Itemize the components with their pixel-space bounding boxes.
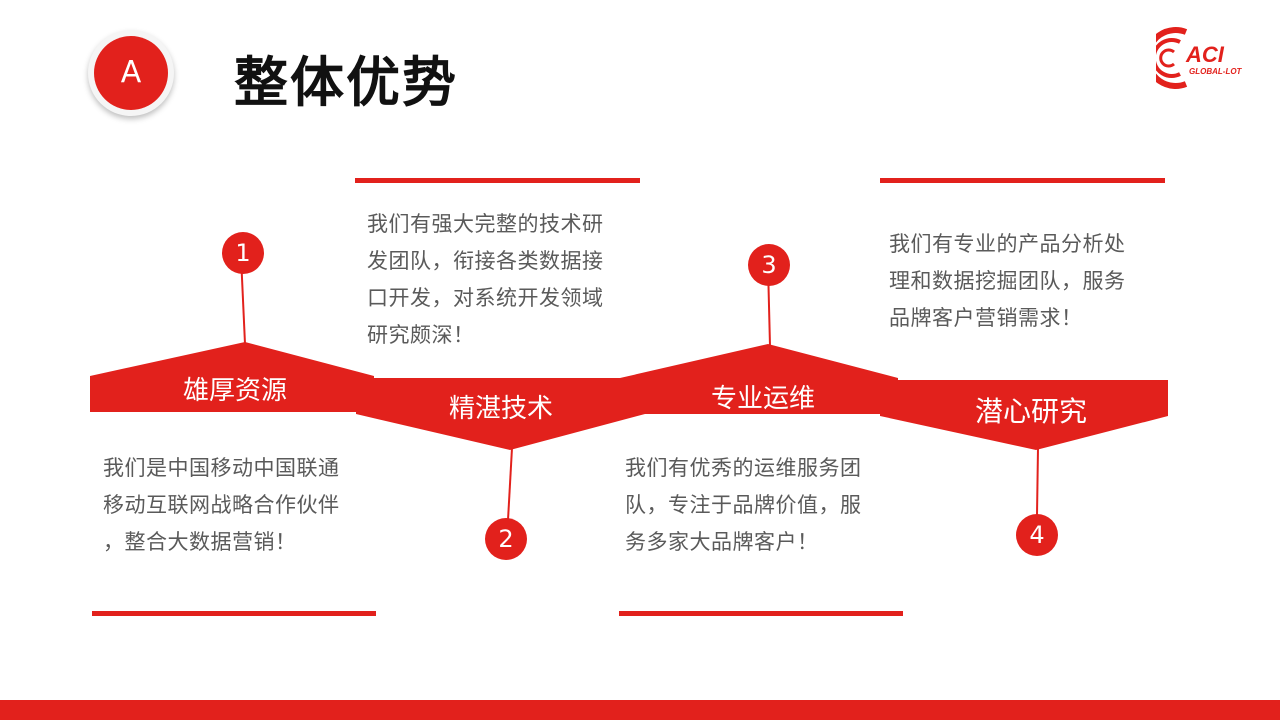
step-1-title: 雄厚资源	[182, 376, 287, 406]
step-2-desc-line: 发团队，衔接各类数据接	[367, 249, 604, 273]
footer-band	[0, 700, 1280, 720]
bottom-bar-step-1	[92, 611, 376, 616]
step-2-description: 我们有强大完整的技术研 发团队，衔接各类数据接 口开发，对系统开发领域 研究颇深…	[367, 206, 604, 354]
connector-4	[1036, 447, 1039, 516]
step-3-desc-line: 队，专注于品牌价值，服	[625, 493, 862, 517]
step-4-title: 潜心研究	[974, 395, 1087, 428]
step-3-desc-line: 我们有优秀的运维服务团	[625, 456, 862, 480]
step-2-title: 精湛技术	[448, 394, 553, 424]
top-bar-step-4	[880, 178, 1165, 183]
step-4-number: 4	[1016, 514, 1058, 556]
section-badge: A	[88, 30, 174, 116]
page-title: 整体优势	[234, 51, 458, 114]
connector-2	[507, 447, 513, 521]
step-2-number: 2	[485, 518, 527, 560]
step-4-desc-line: 理和数据挖掘团队，服务	[889, 269, 1126, 293]
section-badge-letter: A	[94, 36, 168, 110]
step-4-desc-line: 品牌客户营销需求！	[889, 306, 1083, 330]
step-3-title: 专业运维	[710, 384, 815, 414]
step-3-number: 3	[748, 244, 790, 286]
ribbon-segment-2	[356, 378, 645, 450]
step-3-desc-line: 务多家大品牌客户！	[625, 530, 819, 554]
step-4-desc-line: 我们有专业的产品分析处	[889, 232, 1126, 256]
aci-logo: ACI GLOBAL-LOT	[1156, 27, 1243, 89]
logo-text: ACI	[1185, 42, 1225, 67]
step-2-desc-line: 口开发，对系统开发领域	[367, 286, 604, 310]
step-4-description: 我们有专业的产品分析处 理和数据挖掘团队，服务 品牌客户营销需求！	[889, 226, 1126, 337]
step-2-desc-line: 我们有强大完整的技术研	[367, 212, 604, 236]
ribbon-segment-3	[620, 344, 898, 414]
top-bar-step-2	[355, 178, 640, 183]
step-2-desc-line: 研究颇深！	[367, 323, 475, 347]
step-1-desc-line: 我们是中国移动中国联通	[103, 456, 340, 480]
logo-subtext: GLOBAL-LOT	[1189, 67, 1243, 76]
bottom-bar-step-3	[619, 611, 903, 616]
step-1-number: 1	[222, 232, 264, 274]
ribbon-segment-1	[90, 342, 374, 412]
step-1-desc-line: ，整合大数据营销！	[103, 530, 297, 554]
step-1-description: 我们是中国移动中国联通 移动互联网战略合作伙伴 ，整合大数据营销！	[103, 450, 340, 561]
step-1-desc-line: 移动互联网战略合作伙伴	[103, 493, 340, 517]
step-3-description: 我们有优秀的运维服务团 队，专注于品牌价值，服 务多家大品牌客户！	[625, 450, 862, 561]
ribbon-segment-4	[880, 380, 1168, 450]
